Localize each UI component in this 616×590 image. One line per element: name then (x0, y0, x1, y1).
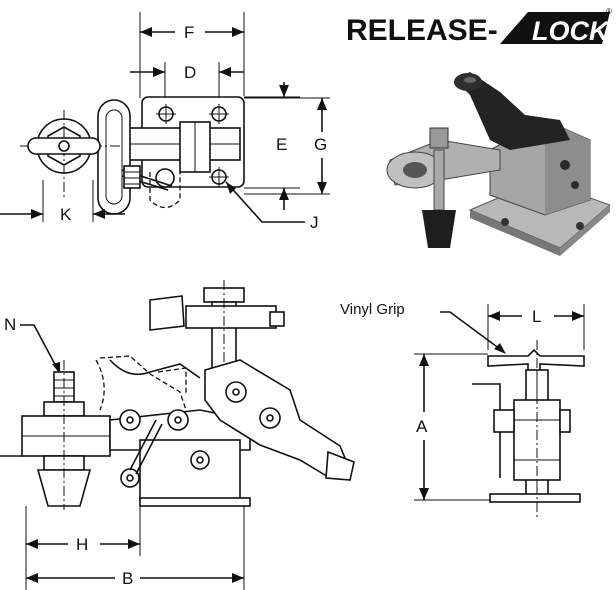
dim-label-j: J (310, 213, 319, 232)
dim-label-b: B (122, 569, 133, 588)
registered-mark: ® (606, 7, 612, 16)
vinyl-grip-label: Vinyl Grip (340, 301, 405, 318)
brand-logo: RELEASE- LOCK ® (346, 7, 612, 47)
dim-label-a: A (416, 417, 428, 436)
dim-label-g: G (314, 135, 327, 154)
dim-label-l: L (532, 307, 541, 326)
dim-label-n: N (4, 315, 16, 334)
front-view: Vinyl Grip L A (340, 301, 585, 518)
side-view: N (0, 280, 355, 590)
top-view: F D E G (0, 12, 330, 232)
brand-suffix: LOCK (532, 16, 611, 46)
clamp-photo (386, 72, 611, 256)
dim-label-e: E (276, 135, 287, 154)
dim-label-h: H (76, 535, 88, 554)
brand-prefix: RELEASE- (346, 14, 498, 47)
dim-label-d: D (184, 63, 196, 82)
dim-label-f: F (184, 23, 194, 42)
dim-label-k: K (60, 205, 72, 224)
lock-logo-mark: LOCK (500, 12, 611, 46)
